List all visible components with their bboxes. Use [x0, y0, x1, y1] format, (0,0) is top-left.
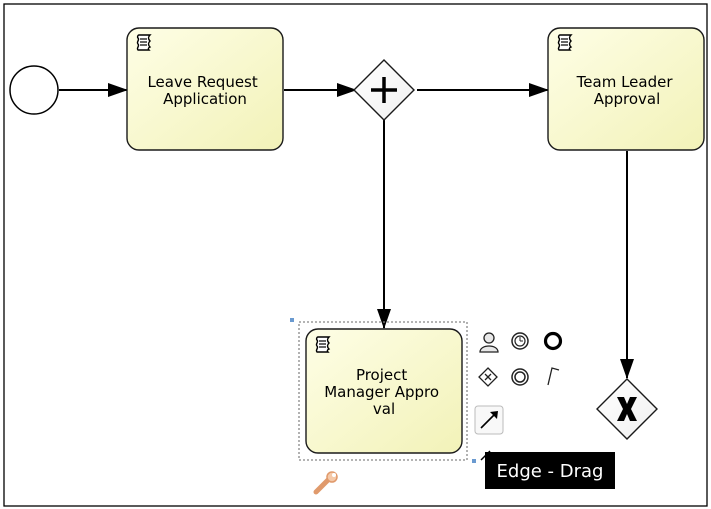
tooltip-text: Edge - Drag — [497, 461, 604, 482]
association-icon[interactable] — [547, 367, 560, 386]
user-task-icon[interactable] — [479, 332, 499, 353]
timer-event-icon[interactable] — [511, 332, 529, 350]
task-label-line-2: Approval — [594, 90, 661, 108]
task-label-line-3: val — [373, 400, 395, 418]
task-label-line-1: Team Leader — [576, 73, 674, 91]
gateway-icon[interactable] — [478, 367, 498, 387]
task-label: Team Leader Approval — [576, 73, 678, 108]
script-task-icon — [557, 34, 572, 51]
sequence-flows — [59, 83, 634, 379]
task-label: Leave Request Application — [147, 73, 262, 108]
exclusive-gateway[interactable] — [596, 378, 658, 440]
task-project-manager-approval[interactable]: Project Manager Appro val — [290, 318, 476, 463]
intermediate-event-icon[interactable] — [511, 368, 529, 386]
selection-outline — [298, 321, 468, 461]
task-label-line-2: Manager Appro — [324, 383, 439, 401]
start-event[interactable] — [9, 65, 59, 115]
plus-icon — [371, 77, 397, 103]
x-icon — [617, 397, 637, 421]
parallel-gateway[interactable] — [353, 59, 415, 121]
task-label-line-1: Leave Request — [147, 73, 257, 91]
edge-drag-icon[interactable] — [474, 405, 504, 435]
tooltip: Edge - Drag — [485, 452, 615, 489]
script-task-icon — [136, 34, 151, 51]
script-task-icon — [315, 336, 330, 353]
selection-handle[interactable] — [290, 318, 294, 322]
task-label-line-1: Project — [356, 366, 407, 384]
task-label-line-2: Application — [163, 90, 247, 108]
selection-handle[interactable] — [472, 459, 476, 463]
task-leave-request[interactable]: Leave Request Application — [126, 27, 284, 151]
wrench-icon[interactable] — [313, 471, 338, 495]
end-event-icon[interactable] — [543, 331, 563, 351]
canvas-border — [3, 3, 708, 507]
task-label: Project Manager Appro val — [324, 366, 444, 418]
task-team-leader-approval[interactable]: Team Leader Approval — [547, 27, 705, 151]
context-pad — [313, 331, 563, 495]
